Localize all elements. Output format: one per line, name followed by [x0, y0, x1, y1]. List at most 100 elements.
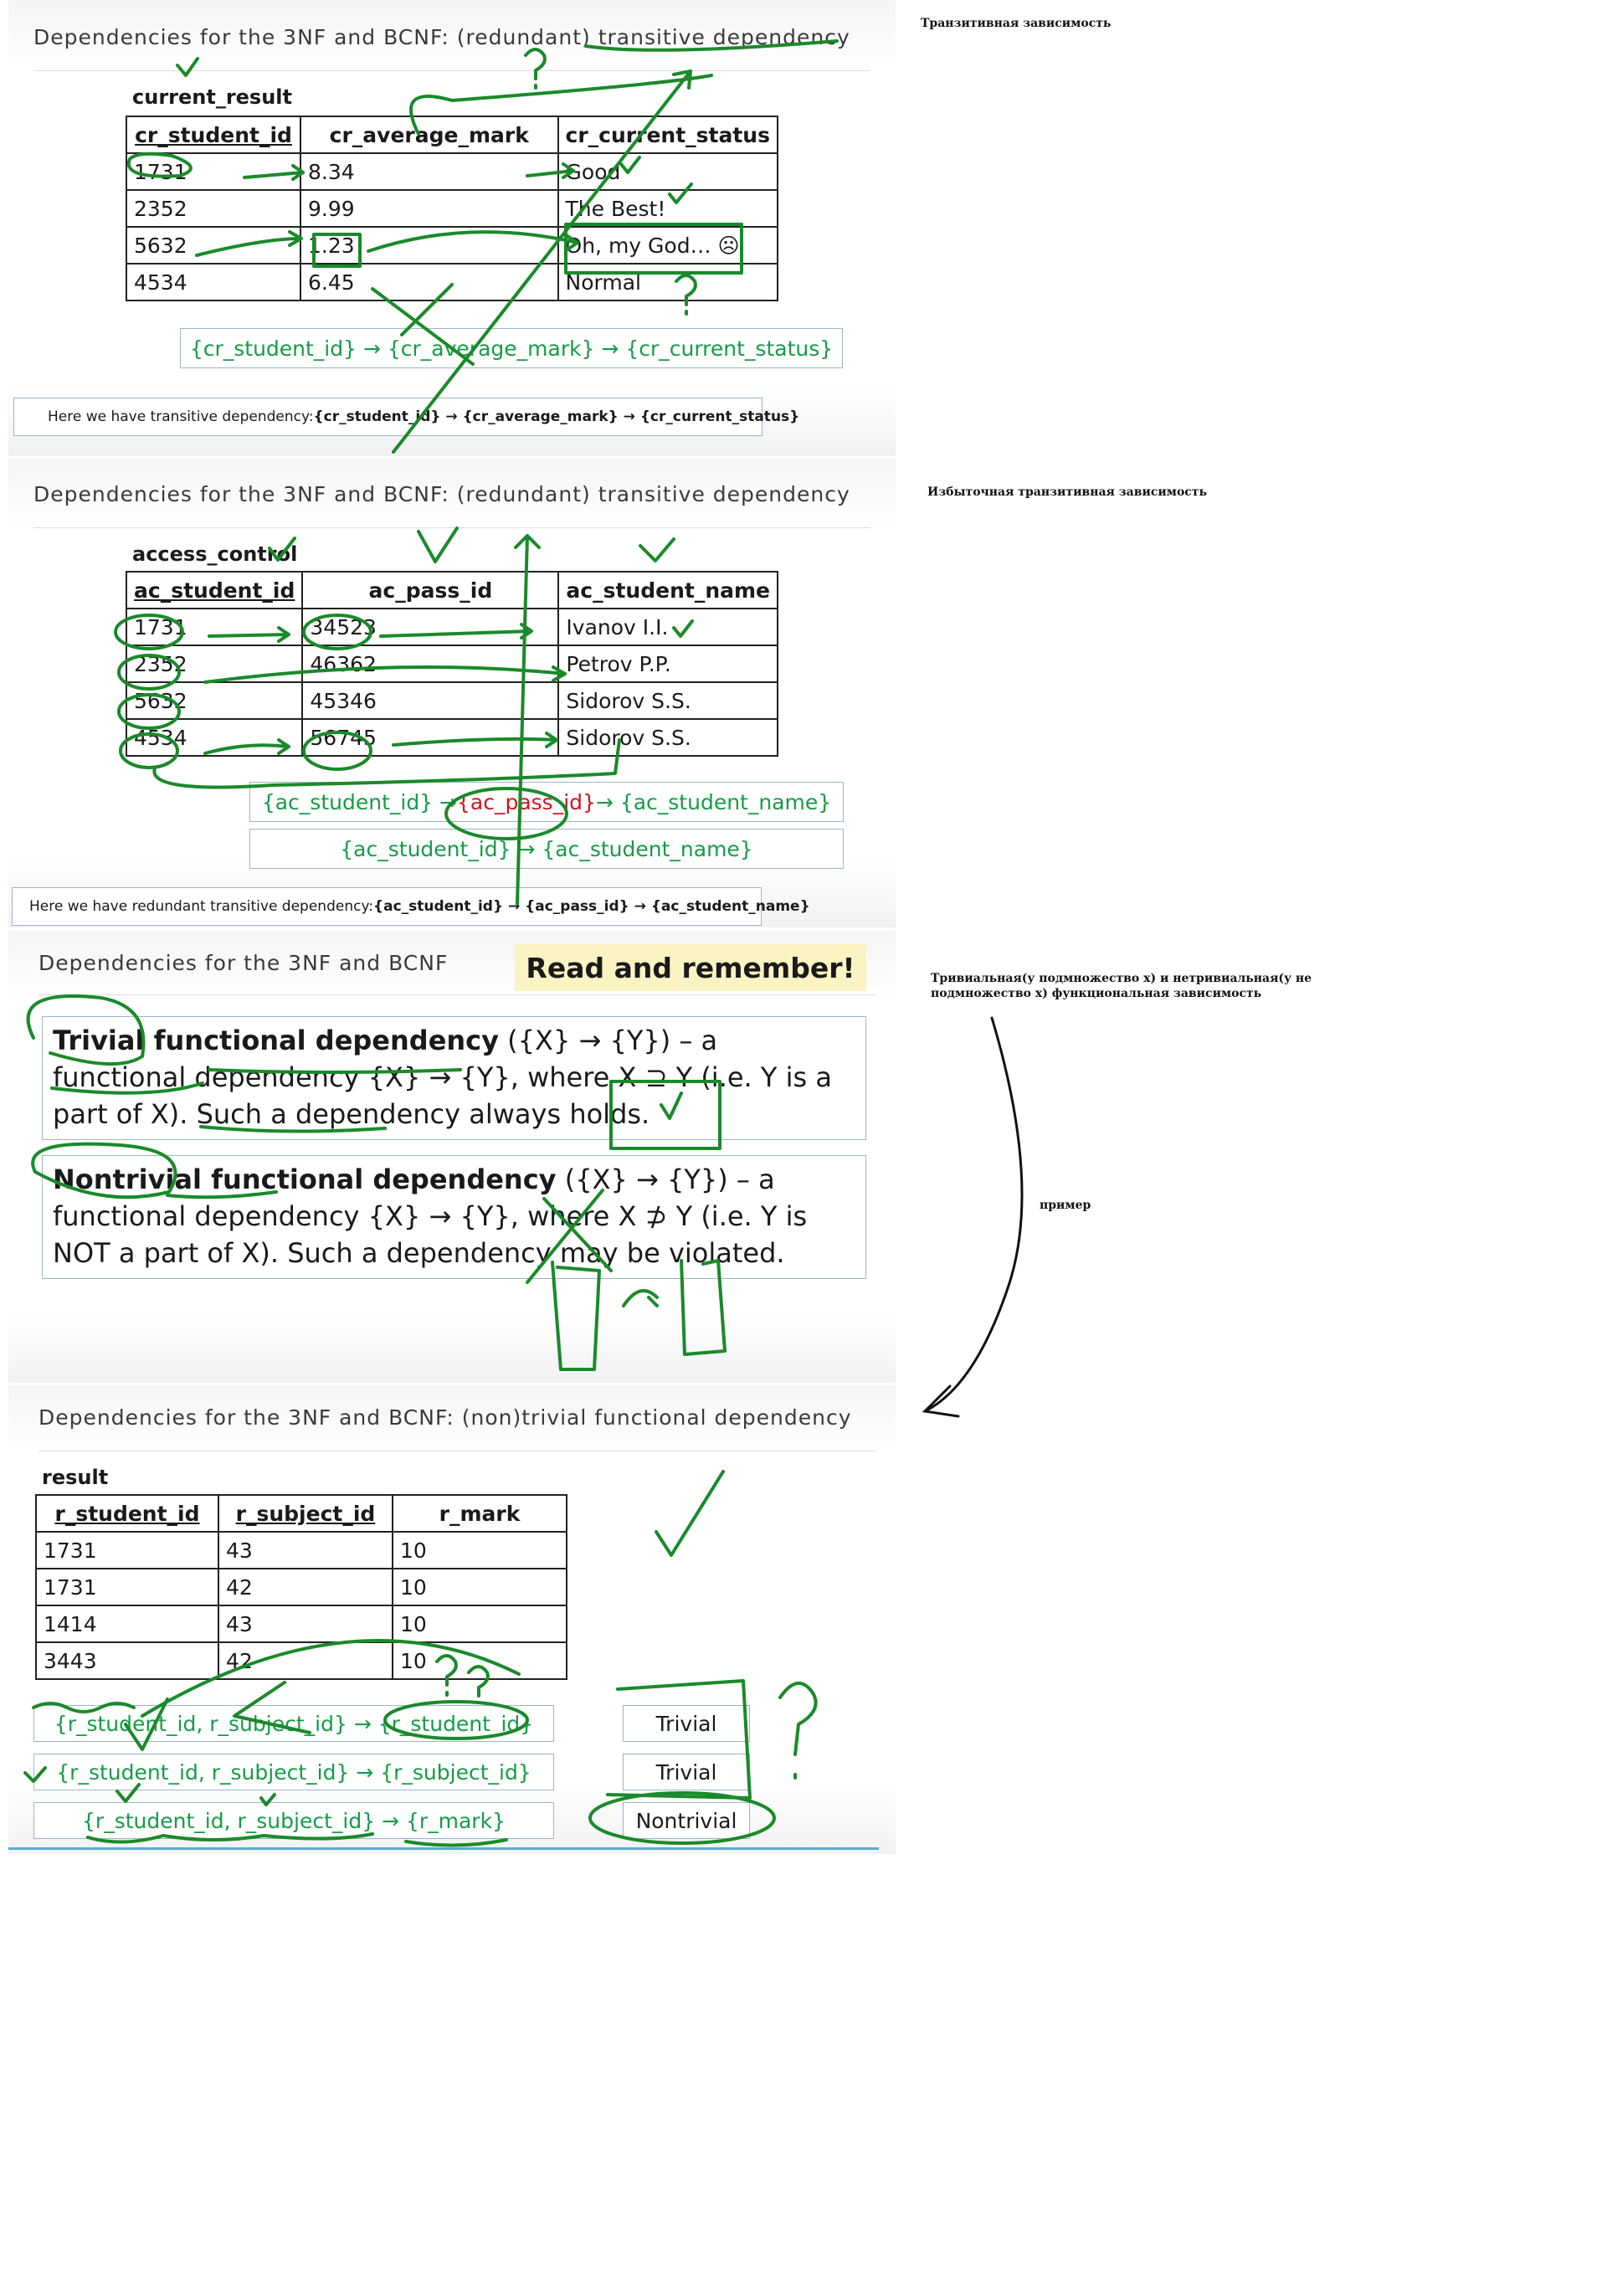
column-header: cr_current_status: [557, 116, 779, 154]
redundant-dependency-box: {ac_student_id} → {ac_pass_id} → {ac_stu…: [249, 782, 844, 822]
table-cell: 1731: [35, 1568, 219, 1606]
trivial-text: ({X} → {Y}) – a functional dependency {X…: [53, 1025, 832, 1130]
table-cell: 42: [218, 1641, 393, 1680]
dep-redundant-part: {ac_pass_id}: [456, 789, 596, 814]
table-cell: Normal: [557, 263, 779, 301]
column-header: ac_student_name: [557, 571, 778, 609]
table-header-row: r_student_id r_subject_id r_mark: [35, 1494, 567, 1533]
table-header-row: ac_student_id ac_pass_id ac_student_name: [125, 571, 778, 609]
table-cell: 34523: [301, 608, 560, 646]
table-row: 1731 42 10: [35, 1568, 567, 1606]
title-rule: [33, 527, 870, 528]
dependency-box: {cr_student_id} → {cr_average_mark} → {c…: [180, 328, 843, 368]
column-header: r_student_id: [35, 1494, 219, 1533]
table-cell: 10: [392, 1568, 567, 1606]
note-text: Here we have redundant transitive depend…: [29, 898, 374, 915]
table-cell: 4534: [126, 263, 301, 301]
slide-title: Dependencies for the 3NF and BCNF: (redu…: [33, 482, 850, 506]
table-row: 1414 43 10: [35, 1605, 567, 1643]
note-bold: {ac_student_id} → {ac_pass_id} → {ac_stu…: [373, 898, 810, 915]
dependency-label: Trivial: [623, 1754, 750, 1790]
nontrivial-term: Nontrivial functional dependency: [53, 1163, 557, 1195]
explanation-note: Here we have redundant transitive depend…: [12, 887, 810, 926]
slide-nontrivial-example: Dependencies for the 3NF and BCNF: (non)…: [8, 1385, 896, 1854]
table-cell: 10: [392, 1641, 567, 1680]
table-row: 5632 45346 Sidorov S.S.: [125, 681, 778, 720]
column-header: cr_student_id: [126, 116, 301, 154]
column-header: cr_average_mark: [299, 116, 559, 154]
table-row: 1731 34523 Ivanov I.I.: [125, 608, 778, 646]
table-name: access_control: [132, 542, 298, 566]
trivial-term: Trivial functional dependency: [53, 1025, 499, 1056]
table-cell: 6.45: [299, 263, 559, 301]
slide-title: Dependencies for the 3NF and BCNF: (redu…: [33, 25, 850, 49]
explanation-note: Here we have transitive dependency: {cr_…: [13, 398, 799, 436]
table-cell: 42: [218, 1568, 393, 1606]
column-header: r_subject_id: [218, 1494, 393, 1533]
curved-arrow-icon: [922, 1016, 1024, 1418]
table-cell: 2352: [125, 645, 304, 683]
table-row: 2352 46362 Petrov P.P.: [125, 645, 778, 683]
table-row: 3443 42 10: [35, 1641, 567, 1680]
table-row: 1731 43 10: [35, 1531, 567, 1569]
table-cell: 1731: [35, 1531, 219, 1569]
side-note-example: пример: [1040, 1199, 1091, 1212]
nontrivial-definition: Nontrivial functional dependency ({X} → …: [42, 1155, 866, 1279]
note-bold: {cr_student_id} → {cr_average_mark} → {c…: [313, 408, 800, 425]
title-rule: [39, 994, 875, 995]
table-cell: The Best!: [557, 189, 779, 228]
column-header: ac_pass_id: [301, 571, 560, 609]
note-text: Here we have transitive dependency:: [48, 408, 314, 425]
column-header: r_mark: [392, 1494, 567, 1533]
table-cell: Ivanov I.I.: [557, 608, 778, 646]
table-header-row: cr_student_id cr_average_mark cr_current…: [126, 116, 779, 154]
dependency-label: Trivial: [623, 1705, 750, 1742]
table-cell: 3443: [35, 1641, 219, 1680]
table-cell: 8.34: [299, 152, 559, 191]
slide-trivial-nontrivial-definitions: Dependencies for the 3NF and BCNF Read a…: [8, 931, 896, 1383]
table-cell: Petrov P.P.: [557, 645, 778, 683]
slide-title: Dependencies for the 3NF and BCNF: (non)…: [39, 1405, 852, 1430]
table-cell: 1.23: [299, 226, 559, 265]
table-cell: Good: [557, 152, 779, 191]
current-result-table: cr_student_id cr_average_mark cr_current…: [126, 116, 779, 301]
table-cell: 45346: [301, 681, 560, 720]
table-cell: 43: [218, 1605, 393, 1643]
table-cell: Sidorov S.S.: [557, 681, 778, 720]
table-cell: 10: [392, 1531, 567, 1569]
table-cell: Sidorov S.S.: [557, 718, 778, 757]
direct-dependency-box: {ac_student_id} → {ac_student_name}: [249, 829, 844, 869]
title-rule: [33, 70, 870, 71]
dependency-expression: {r_student_id, r_subject_id} → {r_mark}: [33, 1802, 554, 1839]
dep-left: {ac_student_id} →: [261, 789, 457, 814]
result-table: r_student_id r_subject_id r_mark 1731 43…: [35, 1494, 567, 1680]
side-note-transitive: Транзитивная зависимость: [921, 17, 1112, 30]
table-cell: 56745: [301, 718, 560, 757]
table-name: result: [42, 1466, 109, 1489]
table-row: 4534 56745 Sidorov S.S.: [125, 718, 778, 757]
dependency-expression: {r_student_id, r_subject_id} → {r_studen…: [33, 1705, 554, 1742]
table-cell: 4534: [125, 718, 304, 757]
trivial-definition: Trivial functional dependency ({X} → {Y}…: [42, 1016, 866, 1140]
table-cell: 5632: [125, 681, 304, 720]
table-cell: 5632: [126, 226, 301, 265]
table-cell: Oh, my God… ☹: [557, 226, 779, 265]
nontrivial-text: ({X} → {Y}) – a functional dependency {X…: [53, 1163, 808, 1269]
access-control-table: ac_student_id ac_pass_id ac_student_name…: [125, 571, 778, 757]
read-and-remember-callout: Read and remember!: [515, 944, 866, 991]
slide-title: Dependencies for the 3NF and BCNF: [39, 951, 449, 975]
table-row: 2352 9.99 The Best!: [126, 189, 779, 228]
dep-right: → {ac_student_name}: [595, 789, 832, 814]
table-cell: 43: [218, 1531, 393, 1569]
table-name: current_result: [132, 85, 293, 109]
side-note-redundant: Избыточная транзитивная зависимость: [927, 485, 1207, 499]
table-cell: 1731: [125, 608, 304, 646]
table-cell: 9.99: [299, 189, 559, 228]
table-row: 1731 8.34 Good: [126, 152, 779, 191]
table-cell: 1414: [35, 1605, 219, 1643]
slide-bottom-line: [8, 1847, 879, 1850]
slide-redundant-transitive-dependency: Dependencies for the 3NF and BCNF: (redu…: [8, 459, 896, 927]
table-cell: 46362: [301, 645, 560, 683]
table-cell: 1731: [126, 152, 301, 191]
table-cell: 10: [392, 1605, 567, 1643]
